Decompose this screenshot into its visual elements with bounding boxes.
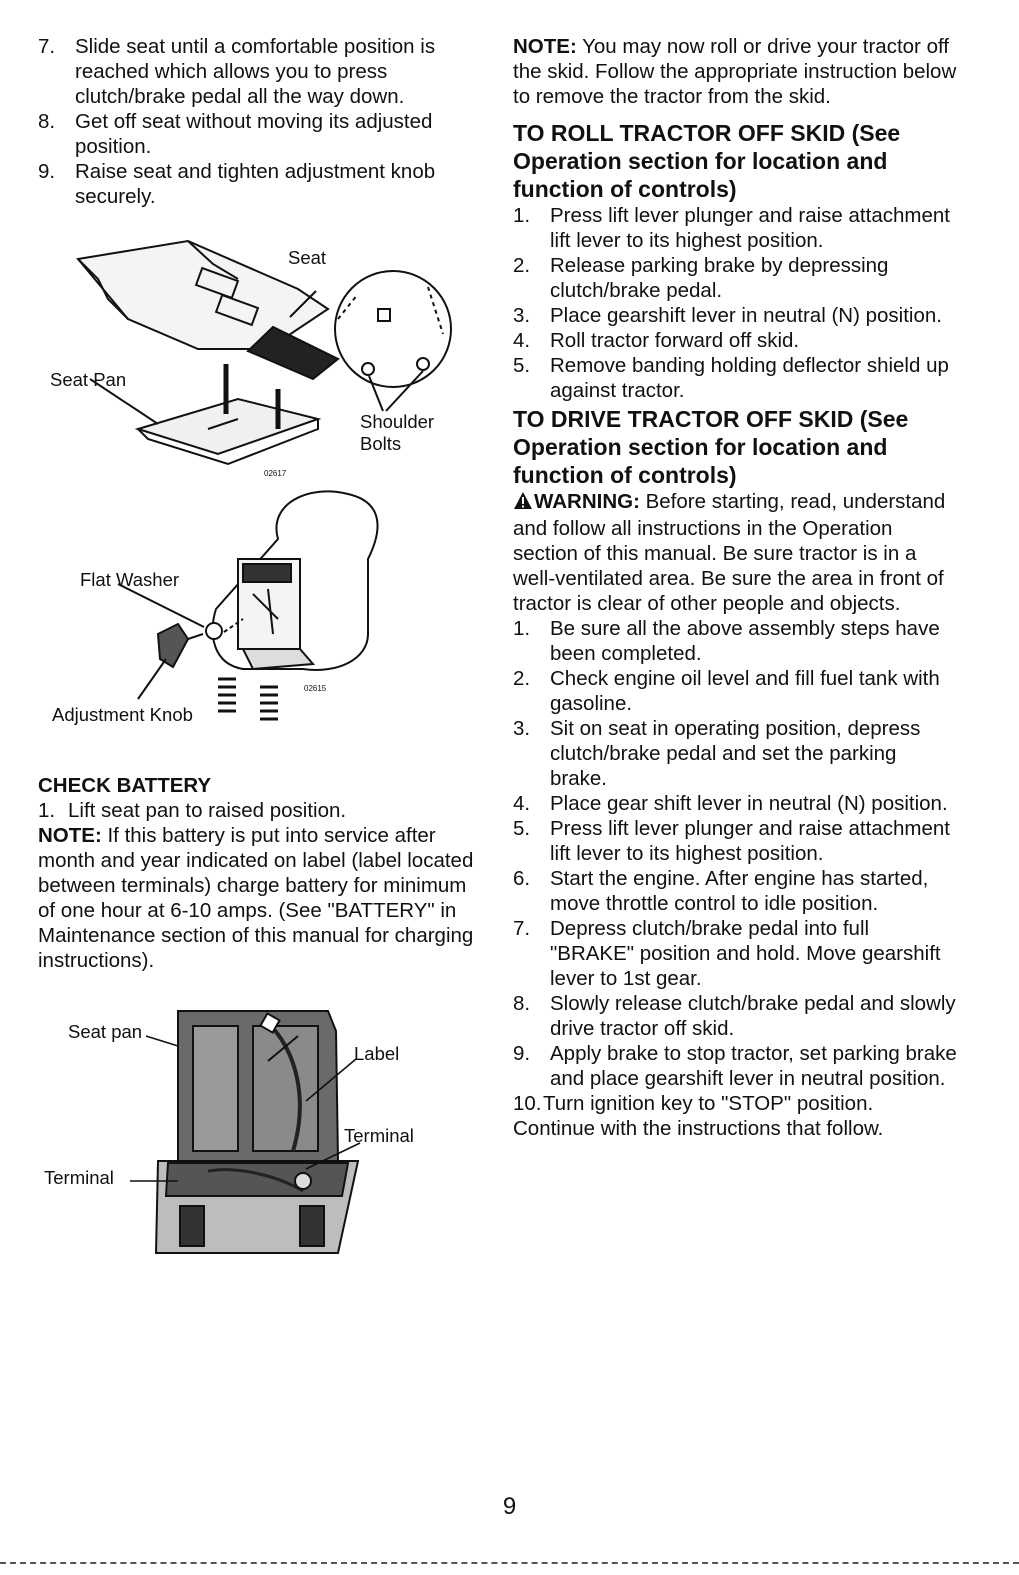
callout-seat: Seat <box>288 247 327 268</box>
callout-seat-pan: Seat Pan <box>50 369 127 390</box>
check-battery-heading: CHECK BATTERY <box>38 774 212 797</box>
list-item: 6.Start the engine. After engine has sta… <box>513 867 929 915</box>
skid-note: NOTE: You may now roll or drive your tra… <box>513 35 957 108</box>
warning-paragraph: WARNING: Before starting, read, understa… <box>513 490 946 615</box>
list-item: 9.Apply brake to stop tractor, set parki… <box>513 1042 957 1090</box>
right-column: NOTE: You may now roll or drive your tra… <box>513 34 958 1141</box>
list-item: 2.Check engine oil level and fill fuel t… <box>513 667 940 715</box>
seat-assembly-drawing: 02617 02615 <box>76 239 452 721</box>
left-column: 7.Slide seat until a comfortable positio… <box>38 34 488 1276</box>
part-code-a: 02617 <box>264 469 287 478</box>
closing-line: Continue with the instructions that foll… <box>513 1117 884 1140</box>
list-item: 5.Press lift lever plunger and raise att… <box>513 817 950 865</box>
battery-drawing <box>130 1010 361 1254</box>
callout-terminal-right: Terminal <box>344 1125 414 1146</box>
list-item: 5.Remove banding holding deflector shiel… <box>513 354 949 402</box>
footer-rule <box>0 1562 1019 1564</box>
battery-note: NOTE: If this battery is put into servic… <box>38 824 474 972</box>
seat-adjust-steps: 7.Slide seat until a comfortable positio… <box>38 34 488 209</box>
list-item: 1.Be sure all the above assembly steps h… <box>513 617 940 665</box>
battery-figure: Seat pan Label Terminal Terminal <box>38 991 488 1276</box>
list-item: 7.Depress clutch/brake pedal into full "… <box>513 917 941 990</box>
callout-flat-washer: Flat Washer <box>80 569 180 590</box>
list-item: 4.Roll tractor forward off skid. <box>513 329 800 352</box>
list-item: 9.Raise seat and tighten adjustment knob… <box>38 160 436 208</box>
seat-assembly-figure: 02617 02615 Seat Seat Pan Shoulder Bolts… <box>38 239 488 739</box>
battery-steps: 1.Lift seat pan to raised position. <box>38 798 488 823</box>
list-item: 3.Place gearshift lever in neutral (N) p… <box>513 304 942 327</box>
drive-tractor-heading: TO DRIVE TRACTOR OFF SKID (See Operation… <box>513 406 909 488</box>
list-item: 1.Press lift lever plunger and raise att… <box>513 204 950 252</box>
page-number: 9 <box>502 1493 517 1520</box>
warning-icon <box>513 491 533 516</box>
callout-terminal-left: Terminal <box>44 1167 114 1188</box>
part-code-b: 02615 <box>304 684 327 693</box>
list-item: 10.Turn ignition key to "STOP" position. <box>513 1092 874 1115</box>
drive-steps: 1.Be sure all the above assembly steps h… <box>513 616 958 1116</box>
roll-tractor-heading: TO ROLL TRACTOR OFF SKID (See Operation … <box>513 120 901 202</box>
list-item: 8.Slowly release clutch/brake pedal and … <box>513 992 956 1040</box>
list-item: 1.Lift seat pan to raised position. <box>38 799 347 822</box>
list-item: 7.Slide seat until a comfortable positio… <box>38 35 436 108</box>
list-item: 4.Place gear shift lever in neutral (N) … <box>513 792 948 815</box>
callout-seat-pan-battery: Seat pan <box>68 1021 143 1042</box>
callout-adjustment-knob: Adjustment Knob <box>52 704 193 725</box>
check-battery-section: CHECK BATTERY 1.Lift seat pan to raised … <box>38 773 488 973</box>
list-item: 8.Get off seat without moving its adjust… <box>38 110 433 158</box>
list-item: 3.Sit on seat in operating position, dep… <box>513 717 921 790</box>
list-item: 2.Release parking brake by depressing cl… <box>513 254 889 302</box>
roll-steps: 1.Press lift lever plunger and raise att… <box>513 203 958 403</box>
callout-label: Label <box>354 1043 400 1064</box>
callout-shoulder-bolts: Shoulder Bolts <box>360 411 435 454</box>
